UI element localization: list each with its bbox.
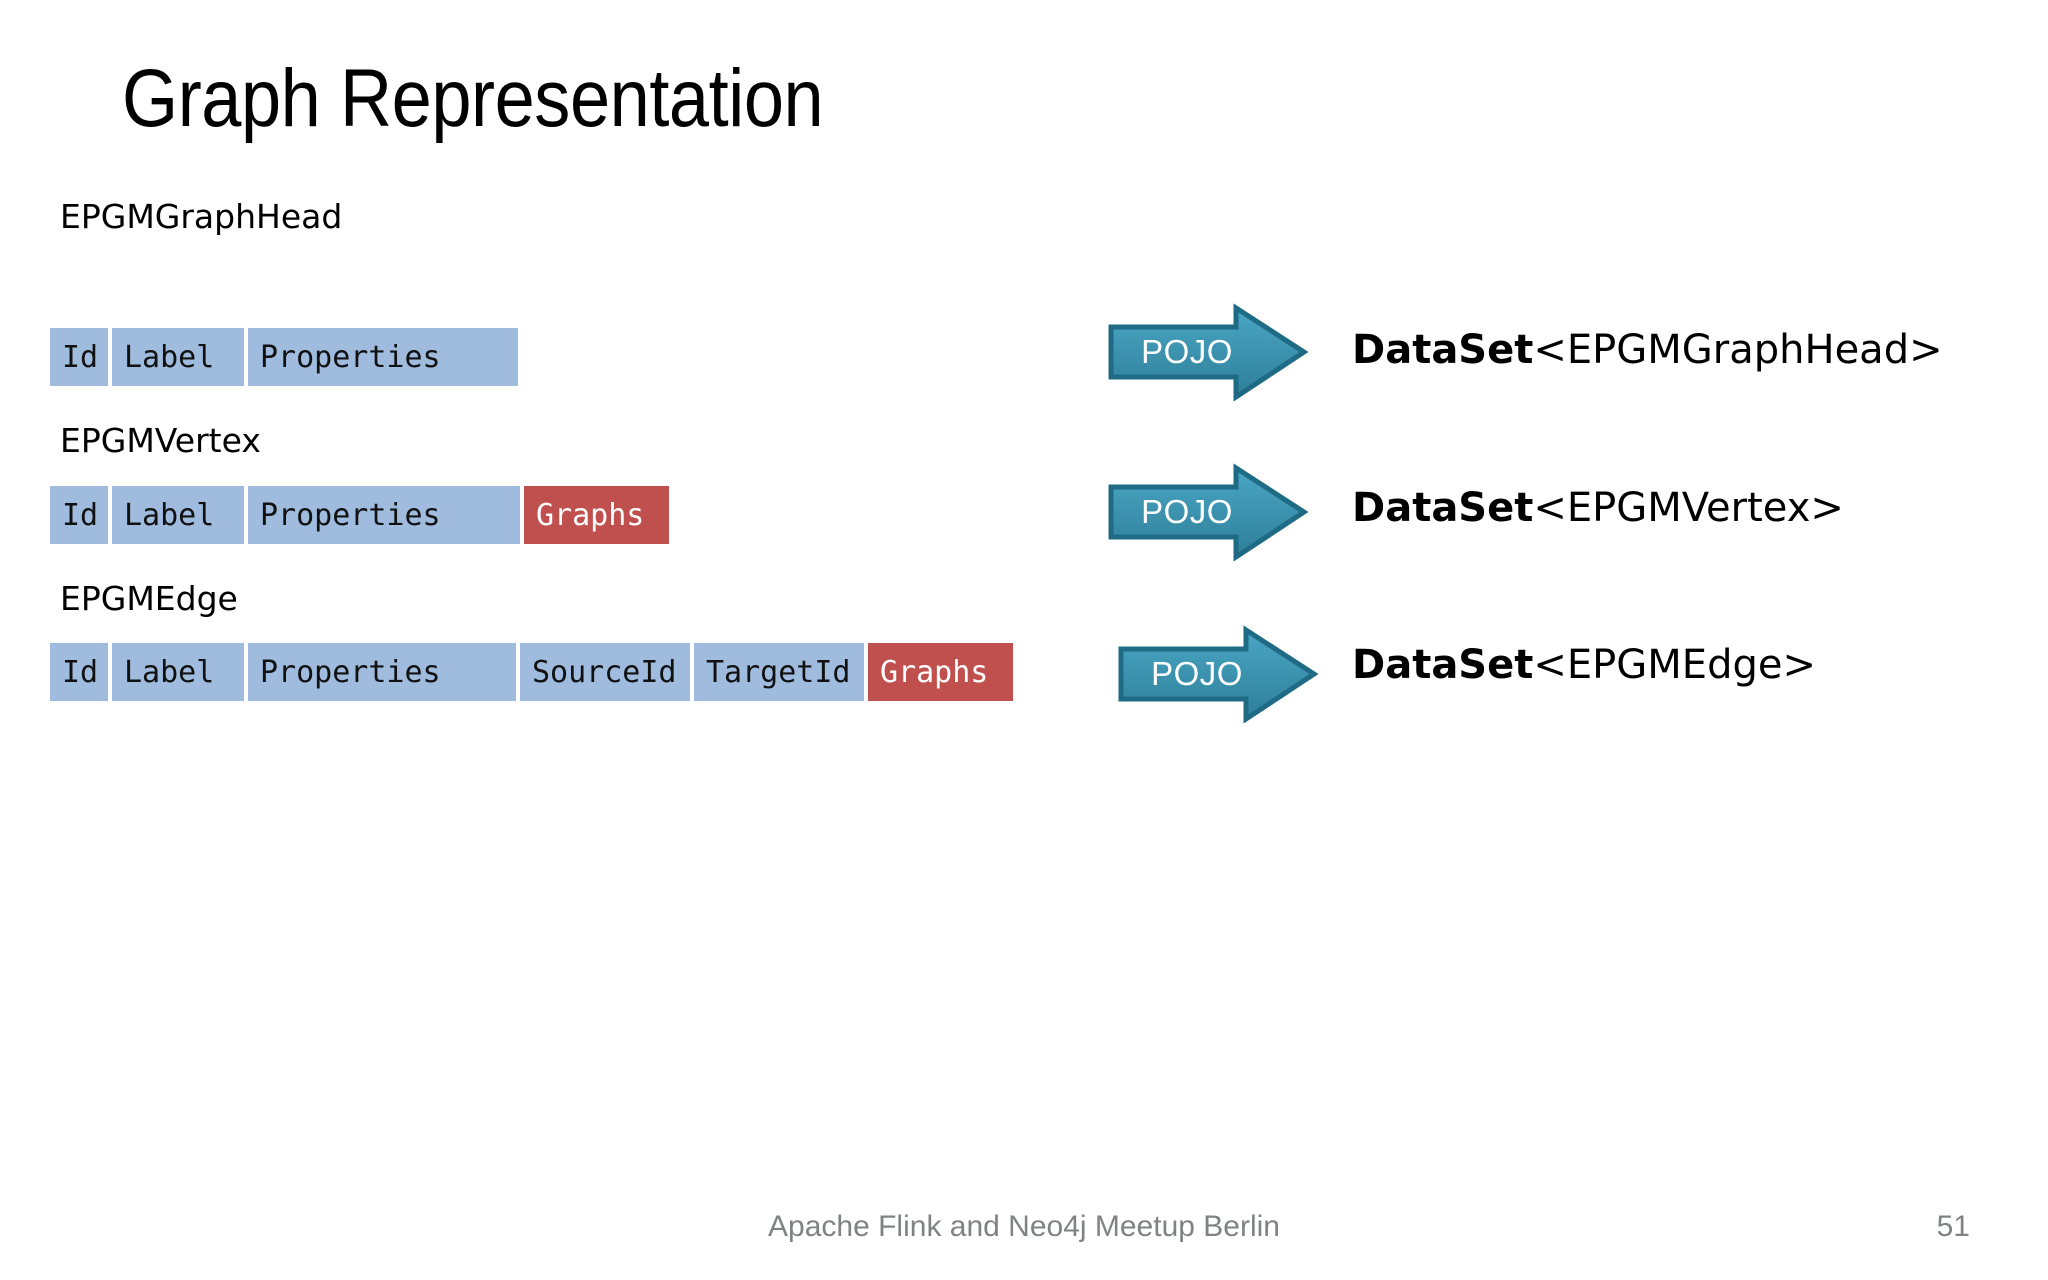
schema-cell: Graphs xyxy=(524,486,669,544)
pojo-arrow-shape xyxy=(1108,303,1308,401)
dataset-generic-param: <EPGMVertex> xyxy=(1533,485,1844,531)
page-number: 51 xyxy=(1936,1210,1970,1243)
dataset-caption: DataSet<EPGMGraphHead> xyxy=(1352,330,1943,370)
schema-cell: Properties xyxy=(248,328,518,386)
dataset-type-name: DataSet xyxy=(1352,642,1534,688)
dataset-generic-param: <EPGMGraphHead> xyxy=(1533,327,1943,373)
schema-cell: Label xyxy=(112,643,244,701)
pojo-arrow: POJO xyxy=(1108,303,1308,401)
schema-cell: TargetId xyxy=(694,643,864,701)
dataset-caption: DataSet<EPGMEdge> xyxy=(1352,645,1816,685)
entity-name-label: EPGMVertex xyxy=(60,421,261,460)
pojo-arrow-shape xyxy=(1118,625,1318,723)
pojo-arrow-shape xyxy=(1108,463,1308,561)
dataset-type-name: DataSet xyxy=(1352,327,1534,373)
schema-cell: Graphs xyxy=(868,643,1013,701)
schema-cell: Id xyxy=(50,486,108,544)
pojo-arrow: POJO xyxy=(1118,625,1318,723)
pojo-arrow: POJO xyxy=(1108,463,1308,561)
entity-name-label: EPGMEdge xyxy=(60,579,238,618)
entity-name-label: EPGMGraphHead xyxy=(60,197,343,236)
page-title: Graph Representation xyxy=(122,53,824,144)
schema-cell: SourceId xyxy=(520,643,690,701)
dataset-type-name: DataSet xyxy=(1352,485,1534,531)
schema-cell: Properties xyxy=(248,486,520,544)
schema-cell: Id xyxy=(50,328,108,386)
schema-cell: Label xyxy=(112,486,244,544)
schema-cell: Properties xyxy=(248,643,516,701)
schema-cell: Id xyxy=(50,643,108,701)
schema-cell: Label xyxy=(112,328,244,386)
dataset-generic-param: <EPGMEdge> xyxy=(1533,642,1816,688)
dataset-caption: DataSet<EPGMVertex> xyxy=(1352,488,1844,528)
footer-label: Apache Flink and Neo4j Meetup Berlin xyxy=(768,1210,1280,1243)
